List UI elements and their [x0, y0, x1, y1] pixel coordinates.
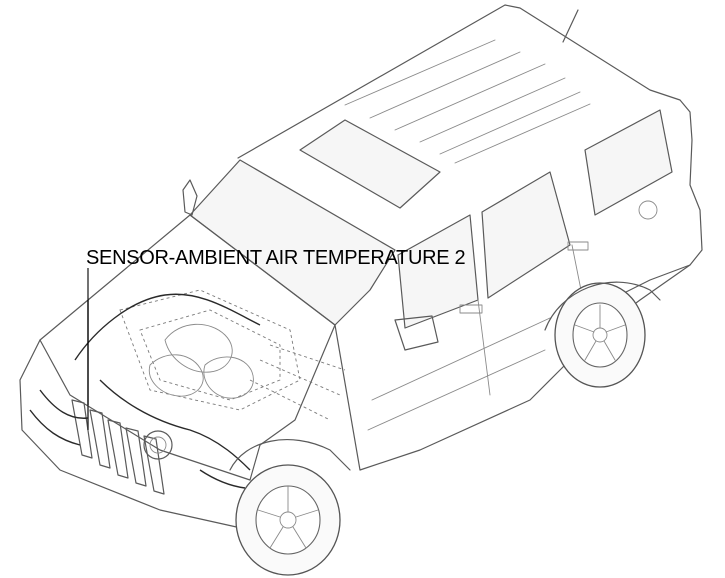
lower-body-line — [367, 349, 546, 431]
headlight — [143, 430, 173, 460]
door-handle-rear — [567, 241, 589, 251]
door-seam-front — [477, 299, 491, 396]
fuel-door — [638, 200, 658, 220]
right-mirror — [394, 315, 439, 351]
front-wheel-arch — [229, 439, 351, 471]
left-mirror — [182, 179, 198, 216]
sunroof — [299, 119, 441, 209]
quarter-window — [584, 109, 673, 216]
body-side — [334, 264, 691, 471]
rear-side-window — [481, 171, 571, 299]
engine-bay — [119, 289, 346, 421]
front-side-window — [397, 214, 479, 329]
rear-wheel-arch — [544, 281, 661, 331]
callout-label: SENSOR-AMBIENT AIR TEMPERATURE 2 — [86, 247, 466, 269]
door-handle-front — [459, 304, 483, 314]
roof-rails — [344, 39, 591, 164]
body-crease — [371, 317, 551, 401]
hood-outline — [39, 214, 336, 446]
wiring-harness — [29, 293, 261, 489]
front-wheel — [235, 464, 341, 576]
antenna — [562, 9, 579, 43]
grille — [71, 399, 165, 495]
rear-wheel — [554, 282, 646, 388]
